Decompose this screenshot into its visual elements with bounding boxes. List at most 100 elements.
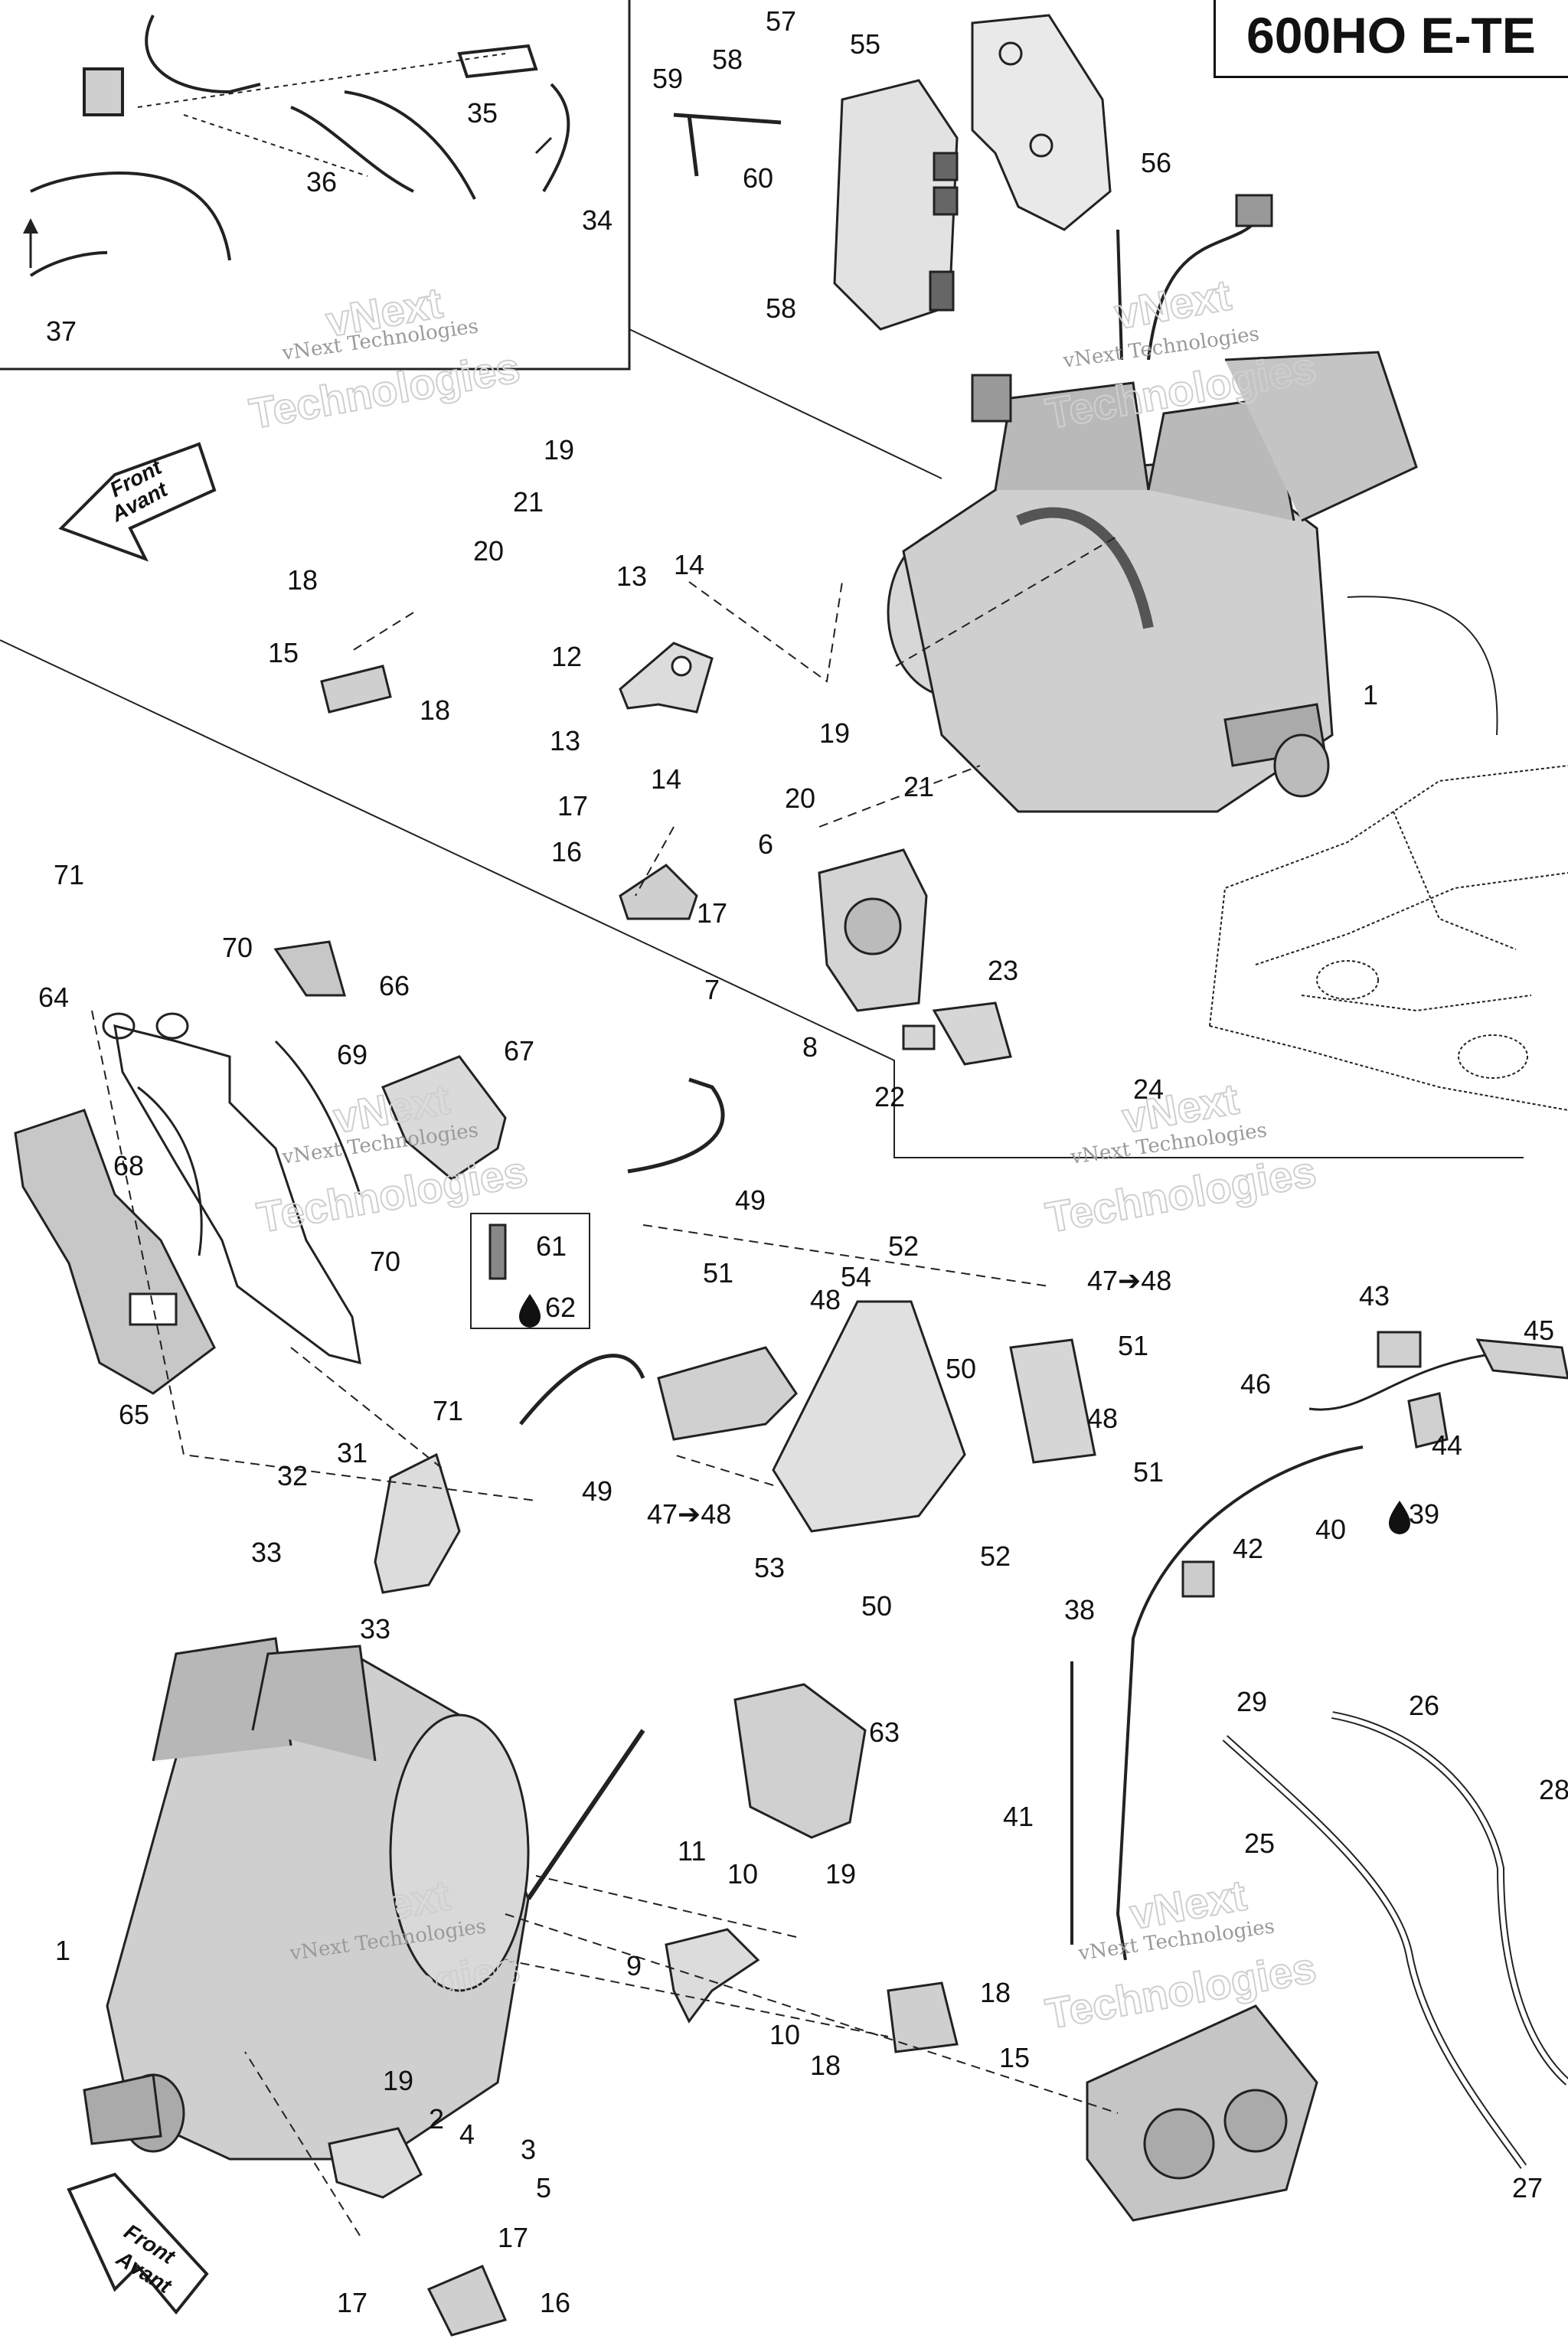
callout-c8: 8 <box>802 1031 818 1063</box>
callout-c33b: 33 <box>360 1613 390 1645</box>
callout-c45: 45 <box>1524 1315 1554 1346</box>
inset-box-hoses <box>0 0 631 371</box>
callout-c23: 23 <box>988 955 1018 986</box>
hose-inset-fill <box>1223 1713 1568 2168</box>
throttle-body-63 <box>733 1683 867 1839</box>
callout-c36: 36 <box>306 166 337 198</box>
callout-c27: 27 <box>1512 2172 1543 2203</box>
callout-c16a: 16 <box>551 836 582 867</box>
callout-c43: 43 <box>1359 1280 1390 1312</box>
ignition-coil-47 <box>657 1346 798 1441</box>
harness-38 <box>1116 1446 1364 1961</box>
callout-c41: 41 <box>1003 1801 1034 1832</box>
inset-arrow-34 <box>534 136 553 155</box>
callout-c6: 6 <box>758 828 773 860</box>
sensor-22-23 <box>902 1001 1012 1066</box>
callout-c40: 40 <box>1315 1514 1346 1545</box>
callout-c53: 53 <box>754 1552 785 1583</box>
callout-c55: 55 <box>850 28 880 60</box>
callout-c17a: 17 <box>557 790 588 822</box>
rubber-mount-16-bottom <box>426 2265 508 2337</box>
callout-c21b: 21 <box>903 771 934 802</box>
callout-c48a: 48 <box>810 1284 841 1315</box>
callout-c17c: 17 <box>498 2222 528 2253</box>
callout-c35: 35 <box>467 97 498 129</box>
coil-48-right <box>1009 1338 1096 1464</box>
callout-c12: 12 <box>551 641 582 672</box>
callout-c51a: 51 <box>703 1257 733 1289</box>
callout-c51b: 51 <box>1118 1330 1148 1361</box>
chassis-frame <box>1209 765 1568 1111</box>
callout-c64: 64 <box>38 982 69 1013</box>
callout-c70b: 70 <box>370 1246 400 1277</box>
callout-c70a: 70 <box>222 932 253 963</box>
callout-c25: 25 <box>1244 1828 1275 1859</box>
callout-c4: 4 <box>459 2118 475 2150</box>
callout-c66: 66 <box>379 970 410 1001</box>
sensor-59 <box>673 113 782 125</box>
callout-c1b: 1 <box>55 1935 70 1966</box>
callout-c9: 9 <box>626 1950 642 1981</box>
callout-c63: 63 <box>869 1717 900 1748</box>
cover-66 <box>273 940 346 997</box>
hose-inset <box>29 15 570 277</box>
callout-c44: 44 <box>1432 1429 1462 1461</box>
spark-plug-box <box>470 1213 590 1329</box>
rubber-mount-16-top <box>619 864 698 920</box>
callout-c34: 34 <box>582 204 612 236</box>
rubber-mount-15-bottom <box>887 1981 959 2053</box>
callout-c47b: 47➔48 <box>647 1498 731 1530</box>
callout-c19c: 19 <box>825 1858 856 1890</box>
callout-c24: 24 <box>1133 1073 1164 1105</box>
callout-c65: 65 <box>119 1399 149 1430</box>
callout-c15a: 15 <box>268 637 299 668</box>
callout-c3: 3 <box>521 2134 536 2165</box>
callout-c21a: 21 <box>513 486 544 518</box>
spark-plug-wire-49 <box>519 1077 725 1426</box>
callout-c7: 7 <box>704 974 720 1005</box>
front-arrow-icon-bottom: Front Avant <box>67 2172 209 2315</box>
engine-mount-12 <box>619 642 714 714</box>
callout-c19b: 19 <box>819 717 850 749</box>
callout-c46: 46 <box>1240 1368 1271 1400</box>
callout-c16b: 16 <box>540 2287 570 2318</box>
front-arrow-icon-top: Front Avant <box>58 442 217 562</box>
connector-42 <box>1181 1560 1215 1598</box>
title-box: 600HO E-TE <box>1214 0 1568 78</box>
callout-c32: 32 <box>277 1460 308 1491</box>
callout-c10a: 10 <box>727 1858 758 1890</box>
callout-c47a: 47➔48 <box>1087 1265 1171 1296</box>
callout-c52a: 52 <box>888 1230 919 1262</box>
callout-c19a: 19 <box>544 434 574 466</box>
callout-c13a: 13 <box>616 560 647 592</box>
callout-c48b: 48 <box>1087 1403 1118 1434</box>
callout-c18d: 18 <box>810 2050 841 2081</box>
callout-c26: 26 <box>1409 1690 1439 1721</box>
callout-c28: 28 <box>1539 1774 1568 1805</box>
callout-c50a: 50 <box>946 1353 976 1384</box>
callout-c2: 2 <box>429 2103 444 2135</box>
callout-c39: 39 <box>1409 1498 1439 1530</box>
callout-c49a: 49 <box>735 1184 766 1216</box>
callout-c57: 57 <box>766 5 796 37</box>
callout-c52b: 52 <box>980 1540 1011 1572</box>
callout-c60: 60 <box>743 162 773 194</box>
callout-c67: 67 <box>504 1035 534 1067</box>
callout-c59: 59 <box>652 63 683 94</box>
callout-c54: 54 <box>841 1261 871 1292</box>
ecm-bracket <box>971 14 1112 231</box>
callout-c14b: 14 <box>651 763 681 795</box>
callout-c18a: 18 <box>287 564 318 596</box>
divider-line <box>629 328 942 479</box>
cover-67 <box>381 1055 507 1181</box>
callout-c14a: 14 <box>674 549 704 580</box>
callout-c19d: 19 <box>383 2065 413 2096</box>
callout-c15b: 15 <box>999 2042 1030 2073</box>
callout-c11: 11 <box>678 1835 706 1867</box>
callout-c58b: 58 <box>766 292 796 324</box>
callout-c22: 22 <box>874 1081 905 1112</box>
callout-c17b: 17 <box>697 897 727 929</box>
rubber-mount-15 <box>320 665 392 714</box>
bracket-53 <box>772 1300 966 1533</box>
